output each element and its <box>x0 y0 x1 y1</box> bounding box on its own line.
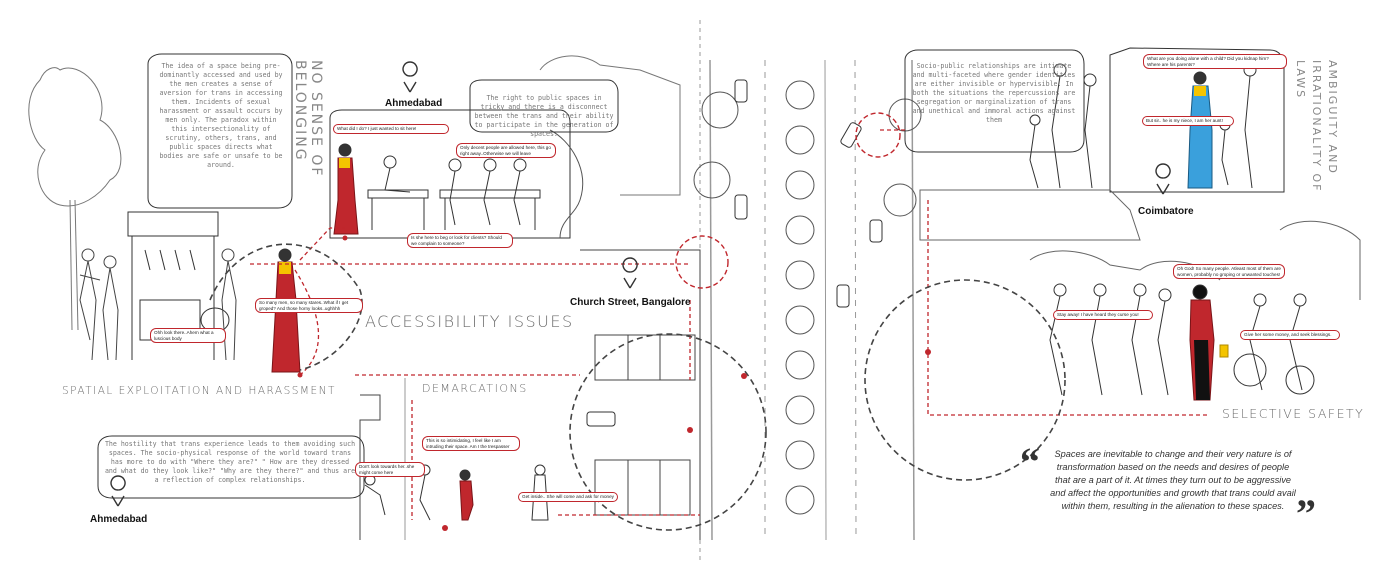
place-ahmedabad-bottom: Ahmedabad <box>90 514 148 525</box>
pin-ahmedabad-bottom <box>110 475 126 507</box>
hostility-panel-text: The hostility that trans experience lead… <box>104 440 356 484</box>
median-trees <box>693 80 922 515</box>
men-figures-left <box>79 248 237 361</box>
location-pins <box>110 61 1171 507</box>
speech-bubble-luscious: Ohh look there..Ahem what a luscious bod… <box>150 328 226 343</box>
bench-scene-ahmedabad <box>329 109 584 239</box>
red-connector-lines <box>250 129 1210 520</box>
speech-bubble-many-men: So many men, so many stares..What if I g… <box>255 298 363 313</box>
speech-bubble-aunt: But sir.. he is my niece, I am her aunt! <box>1142 116 1234 126</box>
rights-panel-text: The right to public spaces in tricky and… <box>474 94 614 138</box>
heading-selective-safety: SELECTIVE SAFETY <box>1222 406 1365 421</box>
red-focus-circles <box>675 112 901 289</box>
open-quote-mark: “ <box>1020 439 1040 484</box>
speech-bubble-oh-god: Oh God! So many people. Atleast most of … <box>1173 264 1285 279</box>
market-scene <box>919 189 1361 401</box>
gray-focus-circles <box>209 243 1066 531</box>
belonging-panel-frame <box>147 53 293 209</box>
speech-bubble-blessings: Give her some money, and seek blessings. <box>1240 330 1340 340</box>
church-street-map <box>359 249 701 540</box>
pin-coimbatore <box>1155 163 1171 195</box>
rights-panel-frame <box>469 79 619 133</box>
red-markers <box>297 235 931 531</box>
speech-bubble-sit-here: What did I do? I just wanted to sit here… <box>333 124 449 134</box>
speech-bubble-dont-look: Don't look towards her..she might come h… <box>355 462 425 477</box>
tree-left-sketch <box>28 67 122 331</box>
laws-panel-text: Socio-public relationships are intimate … <box>912 62 1076 124</box>
speech-bubble-intimidating: This is so intimidating, I feel like I a… <box>422 436 520 451</box>
heading-exploitation: SPATIAL EXPLOITATION AND HARASSMENT <box>62 385 336 397</box>
laws-panel-frame <box>904 49 1085 153</box>
heading-accessibility: ACCESSIBILITY ISSUES <box>365 312 574 331</box>
place-church-street: Church Street, Bangalore <box>570 297 691 308</box>
close-quote-mark: ” <box>1296 491 1316 536</box>
speech-bubble-kidnap: What are you doing alone with a child? D… <box>1143 54 1287 69</box>
place-ahmedabad-top: Ahmedabad <box>385 98 443 109</box>
speech-bubble-beg: Is she here to beg or look for clients? … <box>407 233 513 248</box>
cars <box>586 79 883 427</box>
hostility-panel-frame <box>97 435 365 499</box>
building-outline-top <box>539 55 681 196</box>
speech-bubble-decent-people: Only decent people are allowed here, thi… <box>456 143 556 158</box>
speech-bubble-get-inside: Get inside.. She will come and ask for m… <box>518 492 618 502</box>
heading-ambiguity-laws: AMBIGUITY AND IRRATIONALITY OF LAWS <box>1294 60 1339 193</box>
closing-quote-text: Spaces are inevitable to change and thei… <box>1050 449 1296 511</box>
street-stall-sketch <box>127 211 230 360</box>
woman-figure-left <box>271 248 301 373</box>
pin-ahmedabad-top <box>402 61 418 93</box>
road-lines <box>709 59 915 541</box>
place-coimbatore: Coimbatore <box>1138 206 1194 217</box>
heading-no-belonging: NO SENSE OF BELONGING <box>292 60 324 178</box>
speech-bubble-stay-away: Stay away! I have heard they curse you! <box>1053 310 1153 320</box>
belonging-panel-text: The idea of a space being pre-dominantly… <box>159 62 283 169</box>
pin-church-street <box>622 257 638 289</box>
heading-demarcations: DEMARCATIONS <box>422 382 528 395</box>
